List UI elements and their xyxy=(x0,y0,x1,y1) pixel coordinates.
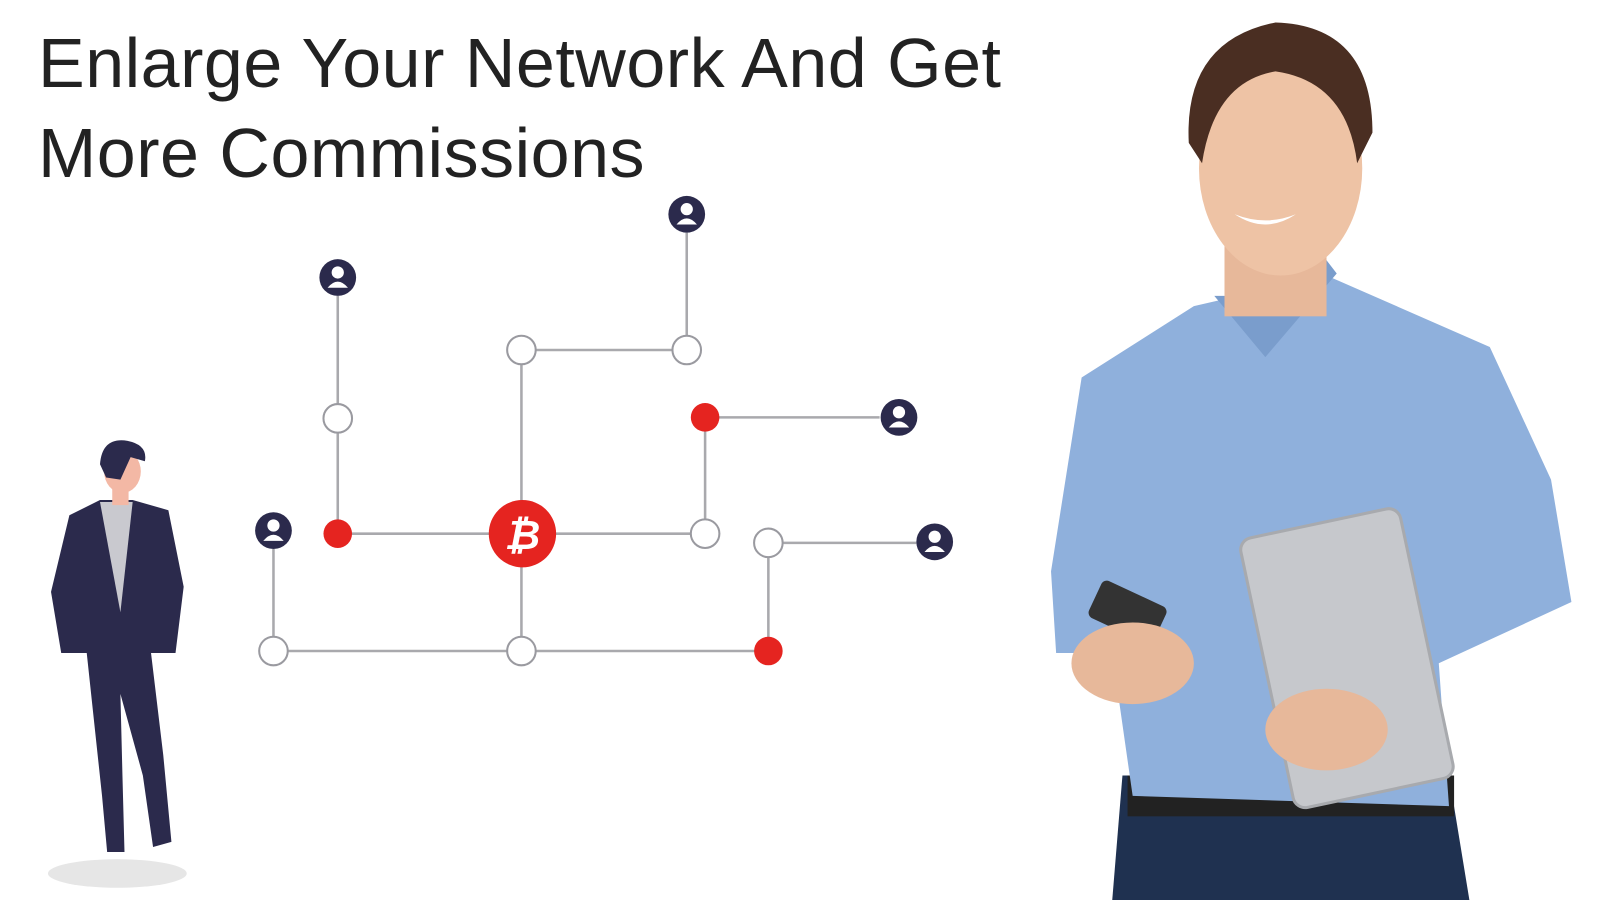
node xyxy=(322,403,354,434)
red-nodes xyxy=(323,403,783,666)
node-active xyxy=(690,403,720,432)
user-icon xyxy=(255,512,292,549)
headline-line-2: More Commissions xyxy=(38,114,645,192)
hollow-nodes xyxy=(258,334,784,667)
user-icon xyxy=(916,523,954,561)
node xyxy=(506,635,537,667)
user-icon xyxy=(668,195,706,233)
node xyxy=(689,518,721,549)
node-active xyxy=(754,636,783,666)
node xyxy=(258,635,289,667)
svg-text:₿: ₿ xyxy=(505,511,541,559)
node xyxy=(753,527,784,559)
headline: Enlarge Your Network And Get More Commis… xyxy=(38,18,1001,198)
man-photo xyxy=(1051,22,1572,900)
bitcoin-icon: ₿ xyxy=(488,500,557,568)
node xyxy=(671,334,703,366)
person-illustration xyxy=(47,440,187,888)
network-lines xyxy=(272,232,917,653)
node xyxy=(506,334,537,366)
user-icon xyxy=(880,398,918,436)
headline-line-1: Enlarge Your Network And Get xyxy=(38,24,1002,102)
user-icon xyxy=(319,259,357,296)
node-active xyxy=(323,519,353,548)
